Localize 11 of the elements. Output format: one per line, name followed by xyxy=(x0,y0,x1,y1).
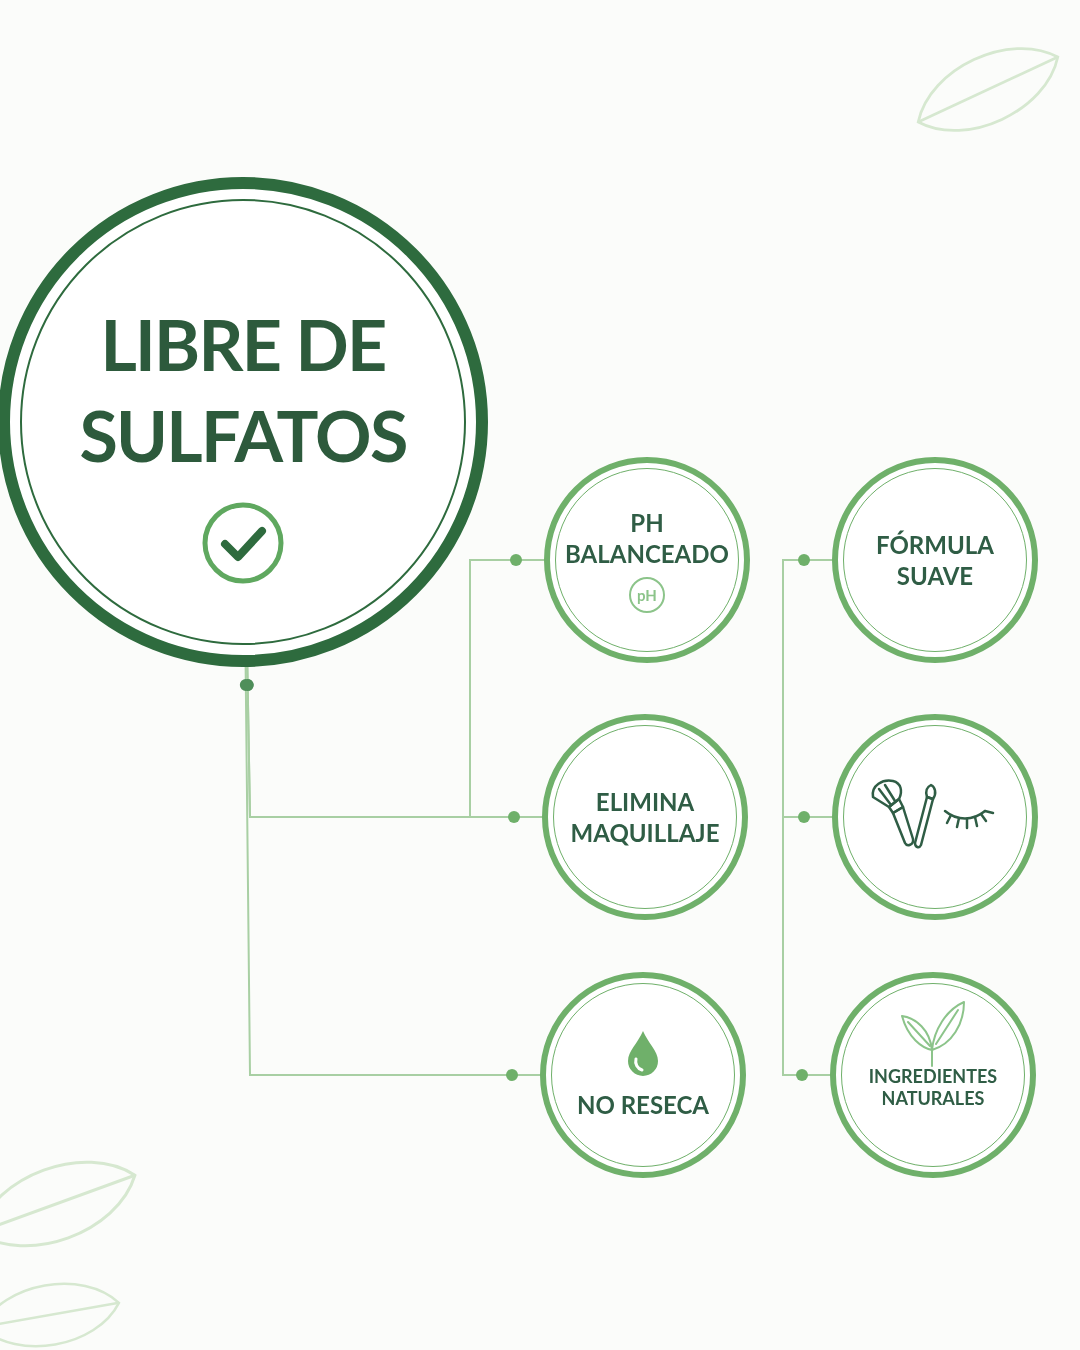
title-text: LIBRE DE SULFATOS xyxy=(78,301,408,479)
ph-badge: pH xyxy=(629,577,665,614)
feature-label: ELIMINA MAQUILLAJE xyxy=(569,785,721,849)
connector-line xyxy=(782,816,831,1081)
connector-line xyxy=(239,666,541,1081)
feature-label: FÓRMULA SUAVE xyxy=(875,528,995,592)
feature-label: NO RESECA xyxy=(575,1089,711,1121)
feature-label: PH BALANCEADO xyxy=(564,506,730,570)
connector-line xyxy=(782,554,833,818)
feature-label: INGREDIENTES NATURALES xyxy=(867,1064,999,1110)
connector-line xyxy=(782,811,833,823)
